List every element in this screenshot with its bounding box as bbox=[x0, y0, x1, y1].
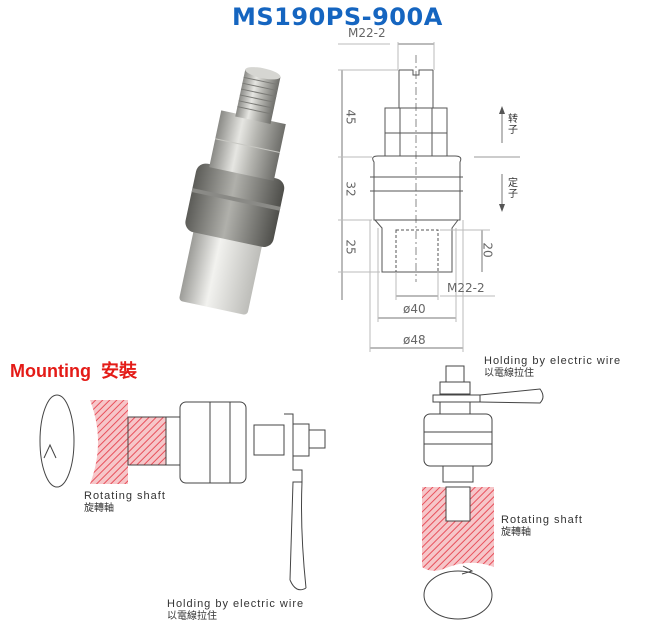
left-mounting-diagram bbox=[39, 394, 326, 591]
page-title: MS190PS-900A bbox=[232, 3, 443, 31]
mounting-heading-en: Mounting bbox=[10, 361, 91, 381]
product-photo bbox=[179, 67, 286, 315]
dim-32: 32 bbox=[343, 181, 358, 197]
left-shaft-label-cn: 旋轉軸 bbox=[84, 503, 114, 514]
mounting-heading-cn: 安裝 bbox=[100, 361, 137, 381]
dia-48: ø48 bbox=[403, 333, 426, 347]
thread-top-label: M22-2 bbox=[348, 26, 386, 40]
technical-drawing bbox=[338, 42, 520, 352]
right-mounting-diagram bbox=[422, 365, 544, 620]
dim-25: 25 bbox=[343, 239, 358, 255]
dim-45: 45 bbox=[343, 109, 358, 125]
stator-label: 定子 bbox=[508, 178, 518, 200]
right-wire-label: Holding by electric wire bbox=[484, 355, 622, 367]
right-shaft-label-cn: 旋轉軸 bbox=[501, 527, 531, 538]
right-shaft-label: Rotating shaft bbox=[501, 514, 583, 526]
left-wire-label: Holding by electric wire bbox=[167, 598, 305, 610]
rotor-label: 转子 bbox=[508, 114, 518, 136]
dia-40: ø40 bbox=[403, 302, 426, 316]
thread-bottom-label: M22-2 bbox=[447, 281, 485, 295]
left-wire-label-cn: 以電線拉住 bbox=[167, 611, 217, 622]
dim-20: 20 bbox=[480, 242, 495, 258]
mounting-heading: Mounting 安裝 bbox=[10, 357, 137, 383]
right-wire-label-cn: 以電線拉住 bbox=[484, 368, 534, 379]
left-shaft-label: Rotating shaft bbox=[84, 490, 166, 502]
